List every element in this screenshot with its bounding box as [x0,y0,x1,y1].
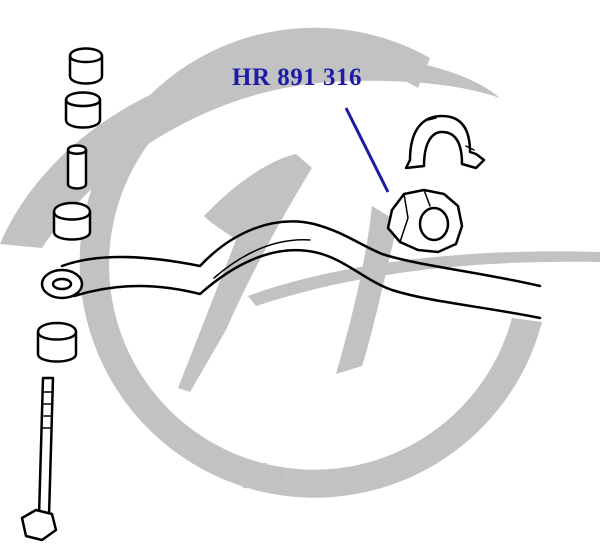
callout-leader-line [344,107,390,193]
part-number-label: HR 891 316 [232,64,362,91]
link-bushing-upper [64,91,102,129]
watermark-h-right [336,206,398,374]
bolt-head [20,508,58,542]
watermark-domain-suffix: .ru [323,475,341,492]
link-bushing-lower [36,321,78,363]
watermark-crossbar [248,251,600,306]
link-sleeve [66,144,88,190]
link-bolt [20,376,58,542]
watermark-h-left [178,154,312,392]
stabilizer-assembly [20,47,542,542]
watermark-brand: abcp [240,458,324,496]
link-bushing-top [68,47,104,85]
stabilizer-bar-upper [60,220,542,288]
link-bushing-middle [52,201,92,241]
bar-end-hole [51,277,73,291]
stabilizer-bar-lower [72,248,542,320]
watermark-text: abcp.ru [240,458,341,497]
stabilizer-bracket [404,114,486,170]
watermark-top-swoosh [0,55,500,248]
stabilizer-bar-inner [213,239,311,279]
stabilizer-bushing [386,188,464,254]
watermark-logo [0,27,600,498]
